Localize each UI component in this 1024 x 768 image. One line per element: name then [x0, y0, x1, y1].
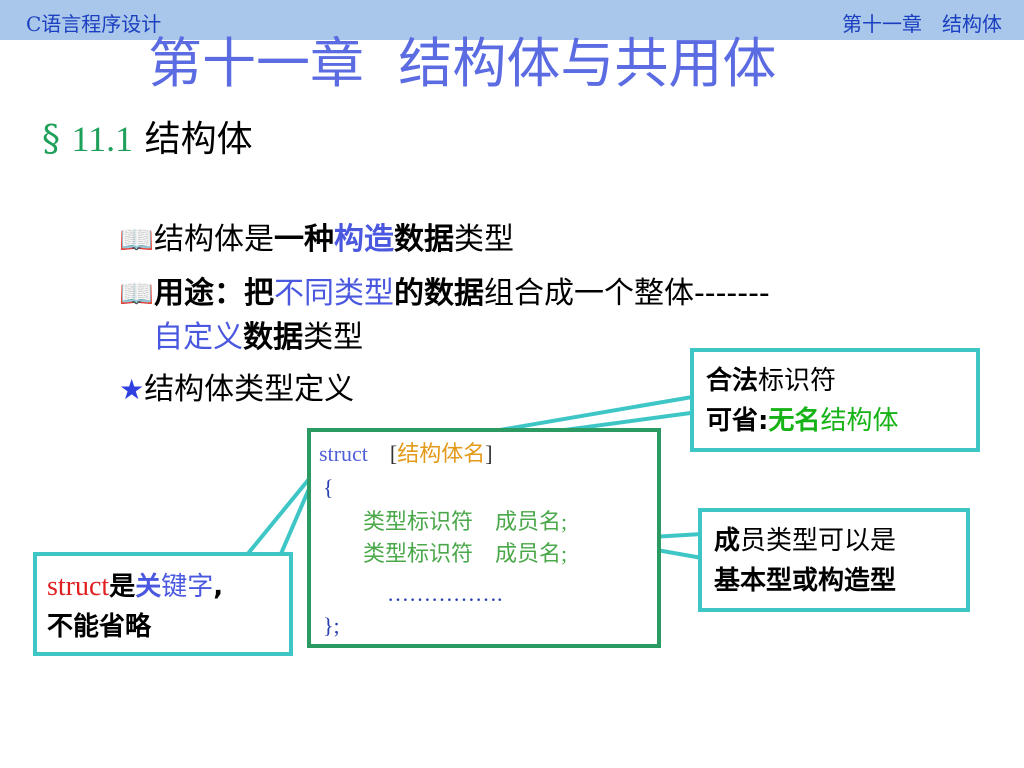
- code-ellipsis: …………….: [387, 581, 503, 606]
- code-brace-open: {: [323, 475, 334, 500]
- callout-left-text-e: ,: [213, 572, 224, 602]
- bullet-1-text-a: 结构体是: [153, 222, 274, 257]
- member-type: 类型标识符: [363, 541, 474, 566]
- code-line-1: struct [结构体名]: [319, 438, 493, 470]
- callout-right-text-a: 成: [714, 526, 741, 556]
- bullet-4: ★结构体类型定义: [100, 318, 354, 414]
- slide-title: 第十一章 结构体与共用体: [148, 32, 777, 95]
- member-name: 成员名;: [495, 541, 568, 566]
- callout-top-text-d: :: [758, 406, 769, 436]
- book-icon: 📖: [119, 277, 154, 310]
- struct-name: 结构体名: [397, 441, 486, 466]
- bullet-4-text: 结构体类型定义: [144, 372, 355, 407]
- bullet-1-text-e: 类型: [453, 222, 514, 257]
- bracket-close: ]: [485, 441, 493, 466]
- member-name: 成员名;: [495, 509, 568, 534]
- callout-left-text-b: 是: [109, 572, 136, 602]
- callout-right-line-1: 成员类型可以是: [714, 522, 896, 560]
- section-text: 结构体: [144, 119, 253, 160]
- bullet-2-text-b: 把: [243, 276, 274, 311]
- bullet-1-text-b: 一种: [273, 222, 334, 257]
- bullet-3-text-a: 自定义: [153, 320, 244, 355]
- callout-right-line-2: 基本型或构造型: [714, 562, 896, 600]
- callout-left-text-a: struct: [47, 571, 110, 602]
- code-block: struct [结构体名] { 类型标识符 成员名; 类型标识符 成员名; ………: [307, 428, 661, 648]
- callout-left-line-2: 不能省略: [47, 608, 151, 646]
- callout-top-text-a: 合法: [706, 366, 759, 396]
- bullet-2-text-d: 的数据: [393, 276, 484, 311]
- bullet-2-text-a: 用途：: [153, 276, 244, 311]
- code-line-3: 类型标识符 成员名;: [363, 506, 567, 538]
- section-heading: § 11.1 结构体: [42, 114, 253, 165]
- callout-top-text-c: 可省: [706, 406, 759, 436]
- header-bar: C语言程序设计 第十一章 结构体: [0, 0, 1024, 40]
- chapter-label: 第十一章 结构体: [842, 12, 1002, 36]
- bullet-3-text-c: 类型: [303, 320, 364, 355]
- bracket-open: [: [389, 441, 398, 466]
- bullet-1-text-d: 数据: [393, 222, 454, 257]
- callout-top-line-2: 可省:无名结构体: [706, 402, 898, 440]
- callout-left-text-f: 不能省略: [47, 612, 152, 642]
- callout-member-type: 成员类型可以是 基本型或构造型: [698, 508, 970, 612]
- section-number: 11.1: [71, 119, 134, 159]
- bullet-2: 📖用途：把不同类型的数据组合成一个整体-------: [100, 222, 770, 318]
- callout-top-text-e: 无名: [768, 406, 821, 436]
- callout-top-text-b: 标识符: [758, 366, 837, 396]
- section-symbol: §: [42, 119, 60, 160]
- callout-right-text-c: 基本型或构造型: [714, 566, 897, 596]
- bullet-2-text-e: 组合成一个整体-------: [483, 276, 770, 311]
- callout-top-text-f: 结构体: [820, 406, 899, 436]
- book-icon: 📖: [119, 223, 154, 256]
- callout-left-line-1: struct是关键字,: [47, 568, 223, 606]
- course-title: C语言程序设计: [26, 12, 162, 36]
- bullet-3-text-b: 数据: [243, 320, 304, 355]
- star-icon: ★: [119, 373, 145, 406]
- callout-keyword: struct是关键字, 不能省略: [33, 552, 293, 656]
- bullet-1-text-c: 构造: [333, 222, 394, 257]
- code-gap: [368, 441, 390, 466]
- member-type: 类型标识符: [363, 509, 474, 534]
- callout-left-text-c: 关: [135, 572, 162, 602]
- bullet-2-text-c: 不同类型: [273, 276, 394, 311]
- callout-right-text-b: 员类型可以是: [740, 526, 897, 556]
- code-brace-close: };: [323, 613, 340, 638]
- callout-struct-name: 合法标识符 可省:无名结构体: [690, 348, 980, 452]
- struct-keyword: struct: [319, 441, 368, 466]
- bullet-1: 📖结构体是一种构造数据类型: [100, 168, 514, 264]
- code-line-4: 类型标识符 成员名;: [363, 538, 567, 570]
- callout-top-line-1: 合法标识符: [706, 362, 836, 400]
- bullet-2-continued: 自定义数据类型: [134, 266, 363, 362]
- callout-left-text-d: 键字: [161, 572, 214, 602]
